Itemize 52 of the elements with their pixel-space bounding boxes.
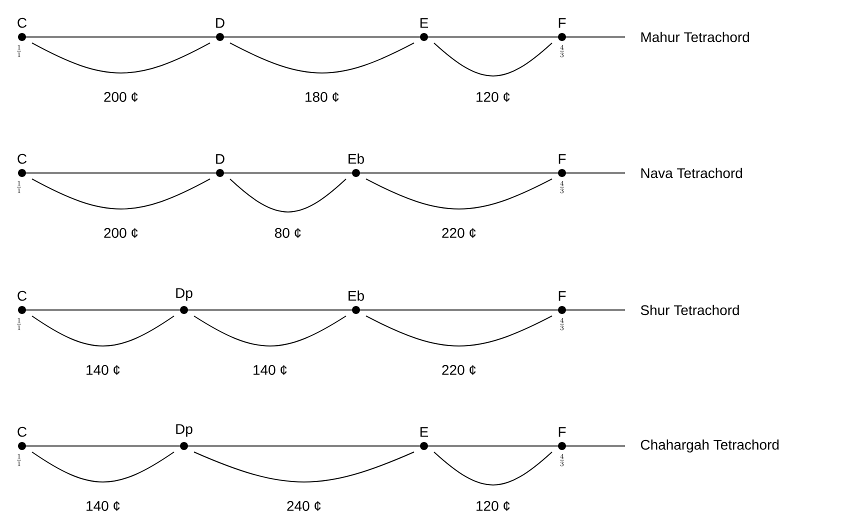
note-name: D [216,154,224,164]
ratio-fraction: $\frac{1}{1}$ [17,454,21,466]
note-name: D [216,18,224,28]
note-name: Dp [176,424,192,437]
note-name: E [420,18,428,28]
note-name: Dp [176,288,192,301]
ratio-fraction: $\frac{1}{1}$ [17,318,21,330]
interval-arc [366,315,552,346]
interval-label: 140 ¢ [84,500,122,512]
interval-arc [230,42,414,74]
interval-arc [194,315,346,346]
ratio-fraction: $\frac{4}{3}$ [560,44,564,58]
ratio-fraction: $\frac{1}{1}$ [17,45,21,58]
interval-arc [32,42,210,74]
note-name: F [558,154,566,164]
note-name: F [558,18,566,28]
interval-arc [32,178,210,210]
ratio-fraction: $\frac{4}{3}$ [560,318,564,330]
note-name: F [558,427,566,437]
note-name: F [558,291,566,301]
ratio-fraction: $\frac{1}{1}$ [17,181,21,194]
interval-label: 80 ¢ [273,227,303,239]
tetrachord-name: Chahargah Tetrachord [640,439,779,452]
note-name: Eb [348,154,364,164]
interval-label: 180 ¢ [303,91,341,103]
ratio-fraction: $\frac{4}{3}$ [560,454,564,466]
note-name: C [18,154,27,164]
tetrachord-name: Nava Tetrachord [641,168,742,178]
tetrachord-name: Shur Tetrachord [640,304,739,316]
interval-arc [194,451,414,482]
interval-label: 200 ¢ [102,227,140,239]
tetrachord-name: Mahur Tetrachord [641,32,749,42]
interval-label: 220 ¢ [440,227,478,239]
ratio-fraction: $\frac{4}{3}$ [560,180,564,194]
interval-label: 200 ¢ [102,91,140,103]
interval-arc [32,451,174,482]
note-name: C [18,290,27,301]
interval-arc [230,178,346,212]
note-name: Eb [348,290,364,301]
interval-arc [366,178,552,210]
interval-label: 220 ¢ [440,364,478,376]
interval-label: 140 ¢ [84,364,122,376]
note-name: C [18,18,27,28]
interval-label: 120 ¢ [474,500,512,512]
note-name: C [18,426,27,437]
interval-arc [434,42,552,76]
interval-arc [32,315,174,346]
interval-label: 140 ¢ [252,364,289,376]
note-name: E [420,427,428,437]
interval-label: 120 ¢ [474,91,512,103]
interval-label: 240 ¢ [286,500,323,512]
interval-arc [434,451,552,486]
